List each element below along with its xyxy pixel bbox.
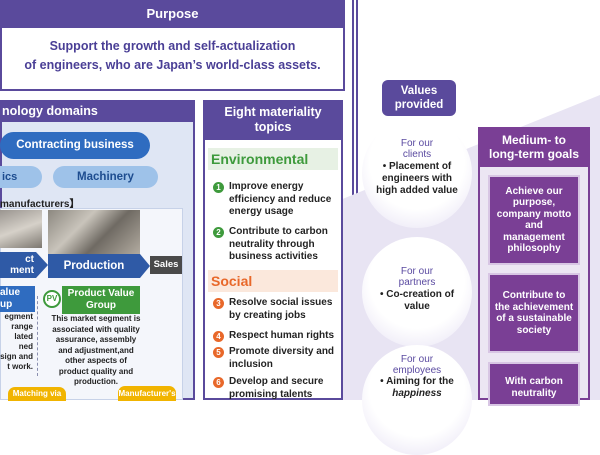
materiality-item-6: 6 Develop and secure promising talents — [213, 376, 340, 401]
materiality-item-2: 2 Contribute to carbon neutrality throug… — [213, 226, 340, 264]
social-heading: Social — [208, 270, 338, 292]
pv-badge: PV — [43, 290, 61, 308]
value-partners-h2: partners — [398, 277, 436, 288]
materiality-item-3: 3 Resolve social issues by creating jobs — [213, 297, 340, 322]
materiality-item-1: 1 Improve energy efficiency and reduce e… — [213, 181, 340, 219]
sales-block: Sales — [150, 256, 182, 274]
manufacturer-badge: Manufacturer's — [118, 386, 176, 401]
pv-group-header: Product Value Group — [62, 286, 140, 314]
matching-badge: Matching via — [8, 387, 66, 401]
materiality-title-1: Eight materiality — [224, 105, 322, 119]
values-title-1: Values — [400, 85, 438, 97]
values-title-2: provided — [394, 99, 444, 111]
materiality-num-4: 4 — [213, 331, 224, 342]
product-development-block: ct ment — [0, 252, 36, 278]
materiality-header: Eight materiality topics — [203, 100, 343, 140]
left-domain-pill: ics — [0, 166, 42, 188]
value-partners-h1: For our — [400, 266, 434, 277]
environmental-heading: Environmental — [208, 148, 338, 170]
value-circle-clients: For our clients • Placement of engineers… — [362, 118, 472, 228]
materiality-num-6: 6 — [213, 377, 224, 388]
photo-left-fragment — [0, 210, 42, 248]
machinery-pill: Machinery — [53, 166, 158, 188]
materiality-text-4: Respect human rights — [229, 330, 335, 341]
arrow-1 — [36, 252, 48, 278]
purpose-line-1: Support the growth and self-actualizatio… — [49, 39, 296, 53]
value-employees-italic: happiness — [392, 388, 442, 399]
materiality-title-2: topics — [254, 120, 292, 134]
materiality-num-2: 2 — [213, 227, 224, 238]
value-group-left-header: alue up — [0, 286, 35, 312]
production-photo — [48, 210, 140, 255]
goal-carbon-neutrality: With carbon neutrality — [488, 362, 580, 406]
materiality-num-3: 3 — [213, 298, 224, 309]
contracting-pill: Contracting business — [0, 132, 150, 159]
pv-group-desc: This market segment is associated with q… — [51, 314, 141, 386]
dashed-connector — [37, 296, 45, 376]
materiality-text-5: Promote diversity and inclusion — [229, 346, 335, 370]
value-circle-employees: For our employees • Aiming for the happi… — [362, 345, 472, 455]
materiality-num-5: 5 — [213, 347, 224, 358]
goals-title-1: Medium- to — [502, 133, 566, 147]
arrow-2 — [140, 254, 150, 278]
tech-domains-header: nology domains — [0, 100, 195, 122]
value-group-left-desc: egment range lated ned sign and t work. — [0, 312, 33, 371]
purpose-text: Support the growth and self-actualizatio… — [10, 37, 335, 75]
value-partners-text: • Co-creation of value — [379, 289, 455, 312]
materiality-text-6: Develop and secure promising talents — [229, 376, 324, 400]
goal-purpose: Achieve our purpose, company motto and m… — [488, 175, 580, 265]
value-clients-h1: For our — [400, 138, 434, 149]
manufacturers-label: manufacturers】 — [0, 199, 80, 210]
purpose-line-2: of engineers, who are Japan’s world-clas… — [24, 58, 321, 72]
materiality-item-4: 4 Respect human rights — [213, 330, 340, 343]
value-employees-text: • Aiming for the — [380, 376, 454, 387]
materiality-num-1: 1 — [213, 182, 224, 193]
goals-title-2: long-term goals — [488, 147, 579, 161]
materiality-text-3: Resolve social issues by creating jobs — [229, 297, 333, 321]
value-employees-h1: For our — [400, 354, 434, 365]
materiality-text-2: Contribute to carbon neutrality through … — [229, 226, 328, 262]
value-clients-h2: clients — [402, 149, 432, 160]
goal-sustainable-society: Contribute to the achievement of a susta… — [488, 273, 580, 353]
materiality-item-5: 5 Promote diversity and inclusion — [213, 346, 340, 371]
value-employees-h2: employees — [392, 365, 442, 376]
purpose-header: Purpose — [0, 0, 345, 28]
value-circle-partners: For our partners • Co-creation of value — [362, 237, 472, 347]
goals-header: Medium- to long-term goals — [478, 127, 590, 167]
value-clients-text: • Placement of engineers with high added… — [376, 161, 458, 196]
materiality-text-1: Improve energy efficiency and reduce ene… — [229, 181, 332, 217]
production-block: Production — [48, 254, 140, 278]
values-header: Values provided — [382, 80, 456, 116]
